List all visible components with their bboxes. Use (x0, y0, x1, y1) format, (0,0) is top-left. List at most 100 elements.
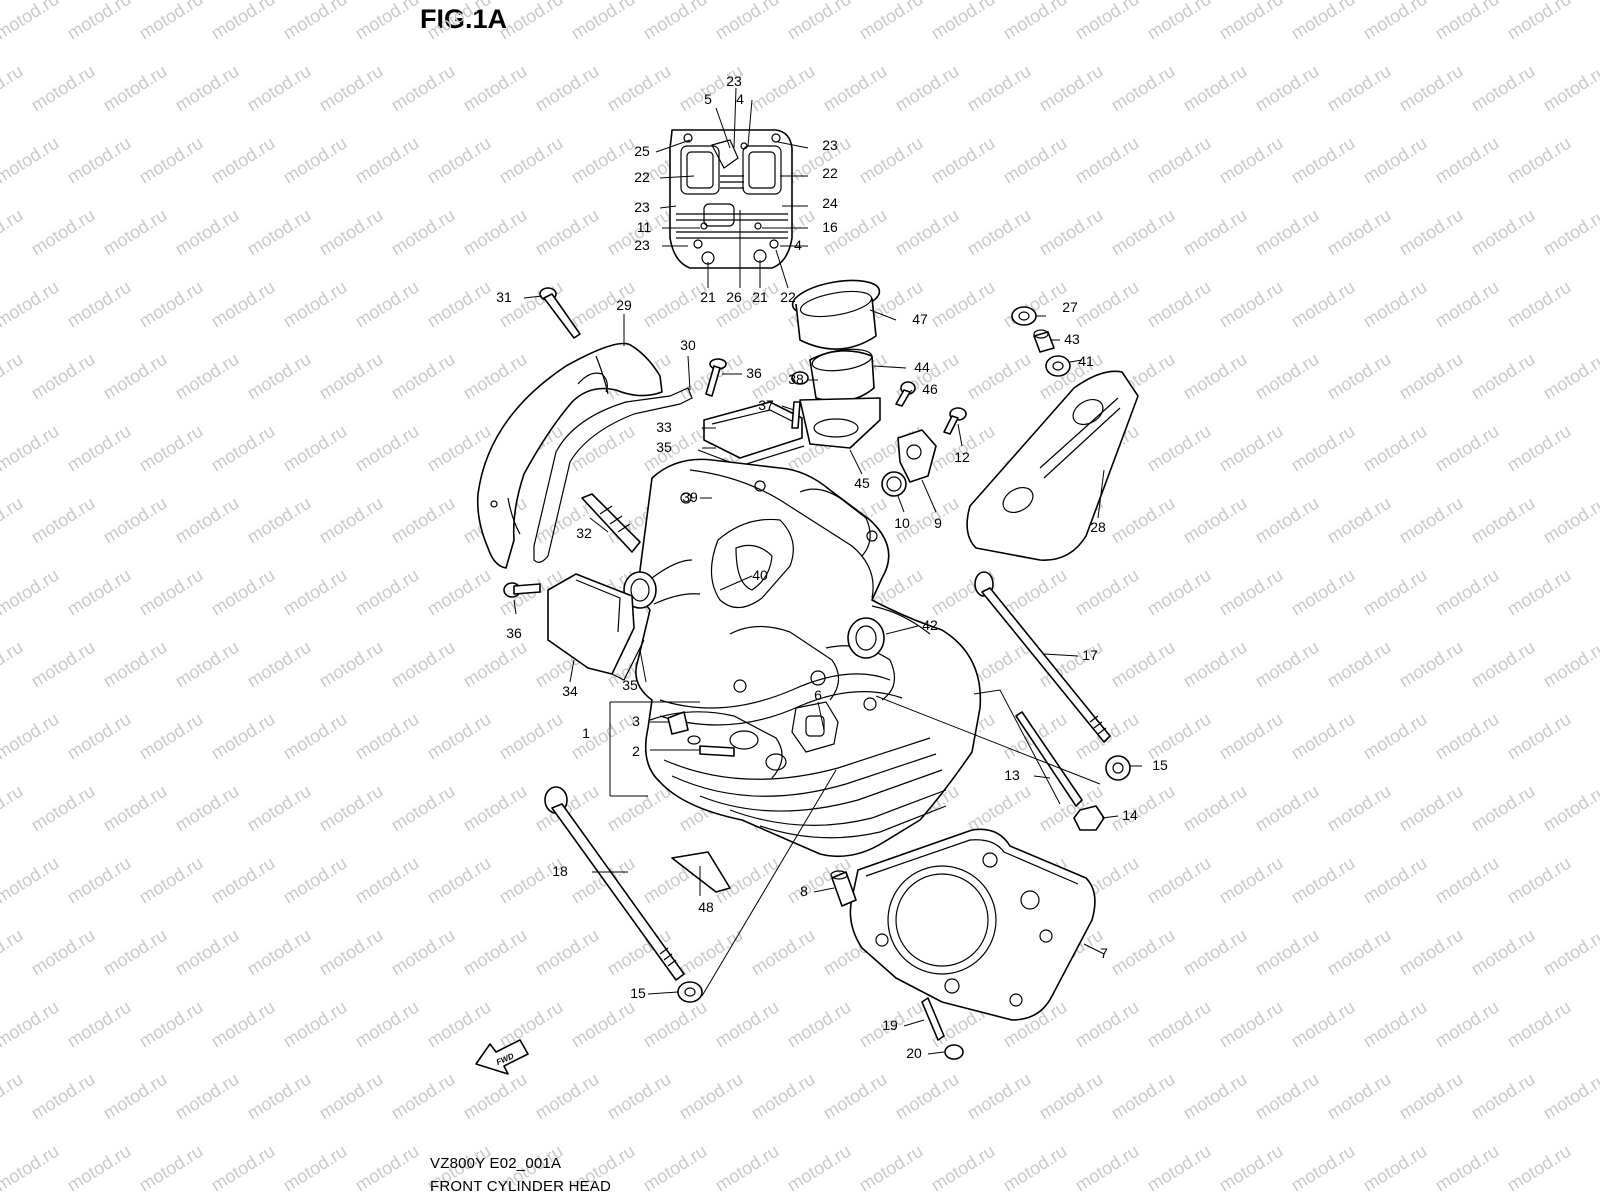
callout-1: 1 (582, 725, 590, 741)
watermark-text: motod.ru (136, 1141, 207, 1196)
watermark-text: motod.ru (1360, 421, 1431, 476)
watermark-text: motod.ru (1360, 709, 1431, 764)
watermark-text: motod.ru (1360, 1141, 1431, 1196)
watermark-text: motod.ru (1000, 277, 1071, 332)
watermark-text: motod.ru (1108, 493, 1179, 548)
watermark-text: motod.ru (136, 565, 207, 620)
callout-22: 22 (780, 289, 796, 305)
watermark-text: motod.ru (1000, 133, 1071, 188)
watermark-text: motod.ru (1324, 205, 1395, 260)
watermark-text: motod.ru (1432, 133, 1503, 188)
watermark-text: motod.ru (1252, 781, 1323, 836)
watermark-text: motod.ru (1432, 565, 1503, 620)
callout-41: 41 (1078, 353, 1094, 369)
watermark-text: motod.ru (1216, 0, 1287, 43)
watermark-text: motod.ru (1504, 0, 1575, 43)
callout-43: 43 (1064, 331, 1080, 347)
watermark-text: motod.ru (1216, 133, 1287, 188)
callout-13: 13 (1004, 767, 1020, 783)
watermark-text: motod.ru (1108, 205, 1179, 260)
watermark-text: motod.ru (0, 925, 26, 980)
watermark-text: motod.ru (28, 349, 99, 404)
watermark-text: motod.ru (1216, 709, 1287, 764)
cylinder-head-body (635, 458, 982, 858)
watermark-text: motod.ru (208, 709, 279, 764)
watermark-text: motod.ru (64, 1141, 135, 1196)
watermark-text: motod.ru (496, 997, 567, 1052)
callout-7: 7 (1100, 945, 1108, 961)
watermark-text: motod.ru (424, 565, 495, 620)
watermark-text: motod.ru (1180, 781, 1251, 836)
watermark-text: motod.ru (1432, 277, 1503, 332)
plug-42 (847, 617, 885, 659)
callout-23: 23 (726, 73, 742, 89)
watermark-text: motod.ru (136, 709, 207, 764)
watermark-text: motod.ru (208, 565, 279, 620)
watermark-text: motod.ru (388, 205, 459, 260)
watermark-text: motod.ru (892, 205, 963, 260)
callout-18: 18 (552, 863, 568, 879)
watermark-text: motod.ru (1288, 709, 1359, 764)
watermark-text: motod.ru (136, 0, 207, 43)
watermark-text: motod.ru (1216, 853, 1287, 908)
callout-40: 40 (752, 567, 768, 583)
cover-plate-33 (697, 401, 805, 467)
watermark-text: motod.ru (1504, 421, 1575, 476)
callout-45: 45 (854, 475, 870, 491)
watermark-text: motod.ru (388, 493, 459, 548)
watermark-text: motod.ru (496, 709, 567, 764)
watermark-text: motod.ru (64, 565, 135, 620)
callout-16: 16 (822, 219, 838, 235)
callout-29: 29 (616, 297, 632, 313)
watermark-text: motod.ru (1036, 61, 1107, 116)
intake-pipe-47 (791, 279, 881, 350)
stud-37 (791, 401, 801, 429)
watermark-text: motod.ru (1108, 925, 1179, 980)
spark-plug-32 (581, 493, 641, 553)
watermark-text: motod.ru (892, 61, 963, 116)
watermark-text: motod.ru (964, 205, 1035, 260)
watermark-text: motod.ru (1072, 565, 1143, 620)
side-cover-34 (547, 573, 645, 681)
watermark-text: motod.ru (0, 205, 26, 260)
watermark-text: motod.ru (28, 493, 99, 548)
watermark-text: motod.ru (1252, 637, 1323, 692)
watermark-text: motod.ru (1504, 1141, 1575, 1196)
watermark-text: motod.ru (1072, 277, 1143, 332)
figure-title: FIG.1A (420, 4, 508, 34)
watermark-text: motod.ru (928, 1141, 999, 1196)
watermark-text: motod.ru (1288, 133, 1359, 188)
watermark-text: motod.ru (604, 1069, 675, 1124)
watermark-text: motod.ru (532, 61, 603, 116)
cylinder-head-gasket-7 (849, 828, 1096, 1021)
stud-2 (699, 745, 735, 757)
watermark-text: motod.ru (748, 61, 819, 116)
bolt-36-lower (503, 582, 541, 598)
watermark-text: motod.ru (316, 349, 387, 404)
intake-manifold-45 (799, 397, 881, 449)
washer-41 (1045, 355, 1071, 377)
callout-36: 36 (746, 365, 762, 381)
watermark-text: motod.ru (28, 205, 99, 260)
watermark-text: motod.ru (388, 781, 459, 836)
watermark-text: motod.ru (1468, 205, 1539, 260)
watermark-text: motod.ru (460, 781, 531, 836)
watermark-text: motod.ru (136, 277, 207, 332)
watermark-text: motod.ru (784, 133, 855, 188)
watermark-text: motod.ru (172, 925, 243, 980)
watermark-text: motod.ru (244, 925, 315, 980)
watermark-text: motod.ru (1252, 349, 1323, 404)
watermark-text: motod.ru (172, 781, 243, 836)
watermark-text: motod.ru (1288, 853, 1359, 908)
watermark-text: motod.ru (1180, 349, 1251, 404)
watermark-text: motod.ru (0, 853, 62, 908)
watermark-text: motod.ru (1288, 1141, 1359, 1196)
watermark-text: motod.ru (28, 1069, 99, 1124)
head-bolt-17 (974, 571, 1111, 743)
watermark-text: motod.ru (748, 925, 819, 980)
watermark-text: motod.ru (460, 637, 531, 692)
watermark-text: motod.ru (1540, 925, 1600, 980)
nut-14 (1073, 805, 1105, 831)
watermark-text: motod.ru (316, 1069, 387, 1124)
